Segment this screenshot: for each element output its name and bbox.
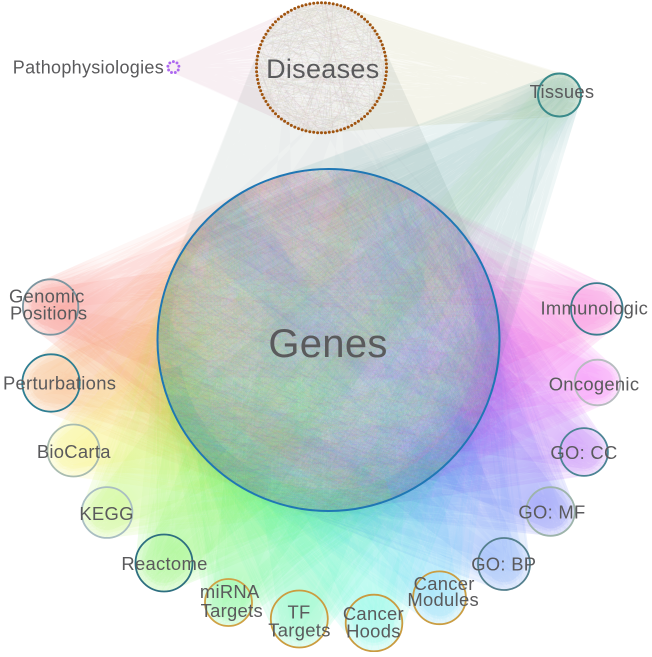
svg-text:Genes: Genes (268, 322, 387, 366)
svg-text:GO: BP: GO: BP (471, 554, 536, 575)
svg-text:Oncogenic: Oncogenic (549, 374, 640, 395)
svg-text:GO: MF: GO: MF (518, 501, 585, 522)
svg-text:Cancer: Cancer (414, 573, 475, 594)
svg-text:Immunologic: Immunologic (541, 298, 649, 319)
svg-text:KEGG: KEGG (79, 503, 133, 524)
svg-text:GO: CC: GO: CC (550, 442, 617, 463)
svg-text:Pathophysiologies: Pathophysiologies (13, 58, 164, 78)
svg-text:Tissues: Tissues (530, 81, 595, 102)
svg-text:Diseases: Diseases (266, 54, 379, 84)
svg-text:Perturbations: Perturbations (3, 372, 116, 393)
svg-text:Genomic: Genomic (9, 286, 85, 307)
svg-text:Targets: Targets (268, 619, 330, 640)
svg-text:Positions: Positions (10, 303, 87, 324)
svg-text:Cancer: Cancer (343, 603, 404, 624)
svg-text:Targets: Targets (201, 600, 263, 621)
svg-text:BioCarta: BioCarta (37, 441, 111, 462)
svg-text:TF: TF (287, 601, 310, 622)
svg-text:Modules: Modules (407, 589, 479, 610)
svg-text:miRNA: miRNA (200, 581, 260, 602)
svg-text:Reactome: Reactome (121, 553, 207, 574)
svg-text:Hoods: Hoods (346, 620, 401, 641)
